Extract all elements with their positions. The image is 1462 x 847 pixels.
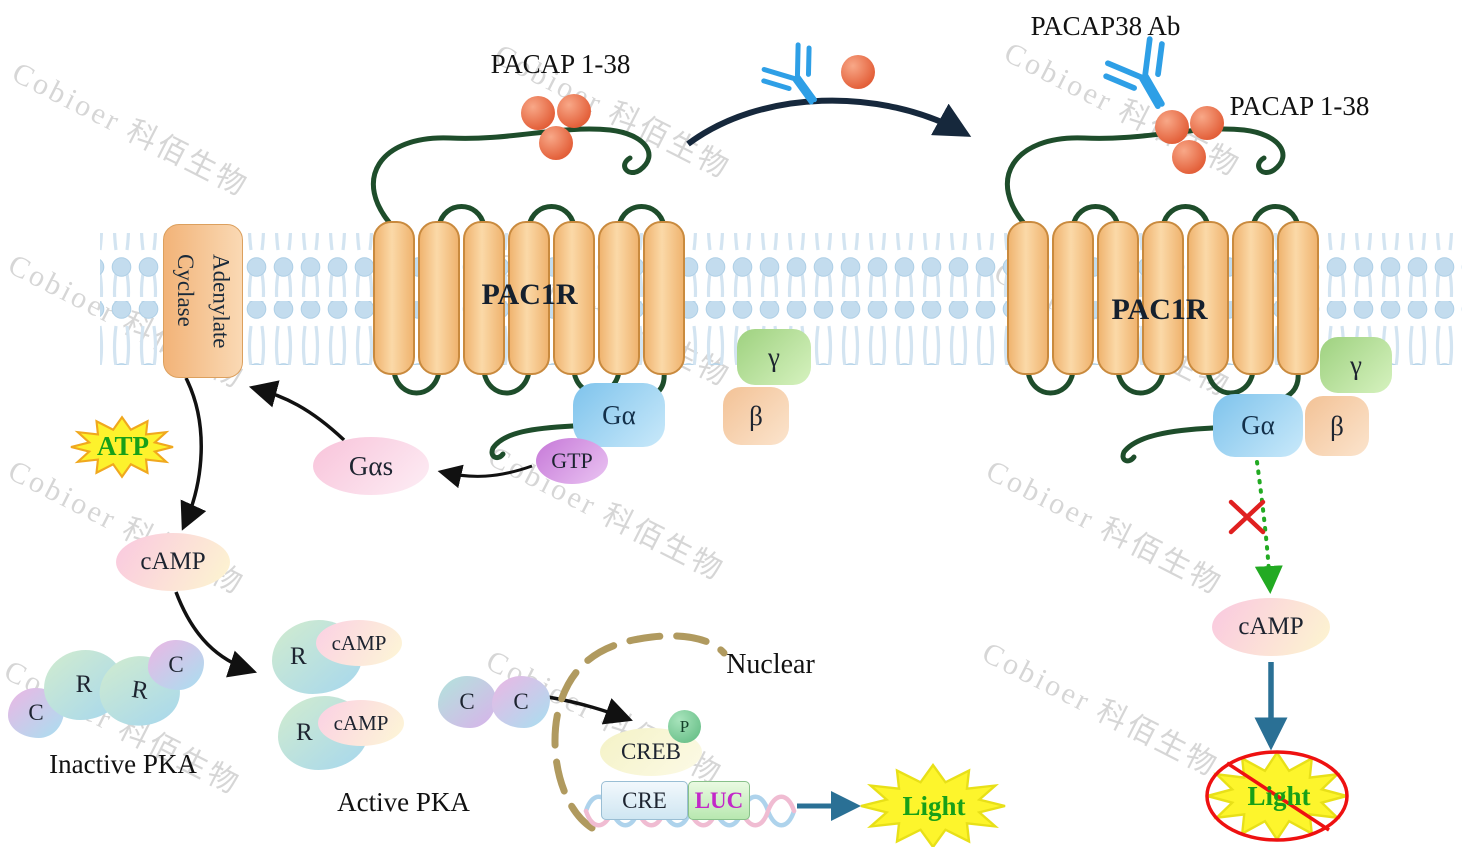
camp-right: cAMP xyxy=(1212,598,1330,656)
camp-bound: cAMP xyxy=(316,620,402,666)
inactive-pka-label: Inactive PKA xyxy=(49,749,197,779)
atp-label: ATP xyxy=(97,431,149,461)
pac1r-left-label: PAC1R xyxy=(481,278,578,311)
gtp-to-gas-arrow xyxy=(437,464,533,489)
pka-catalytic-subunit: C xyxy=(438,676,496,728)
antibody-icon xyxy=(1103,36,1165,110)
atp-starburst xyxy=(70,415,174,479)
pacap38-antibody-label: PACAP38 Ab xyxy=(1030,11,1181,41)
pka-catalytic-subunit: C xyxy=(148,640,204,690)
pac1r-left-helices xyxy=(373,221,685,375)
blocked-signal-dotted-arrow xyxy=(1254,460,1283,594)
pacap-ligand xyxy=(521,96,555,130)
beta-subunit-right: β xyxy=(1305,396,1369,456)
active-pka-label: Active PKA xyxy=(337,787,470,817)
c-to-nucleus-arrow xyxy=(547,695,633,725)
g-alpha-s: Gαs xyxy=(313,437,429,495)
nuclear-envelope xyxy=(551,632,728,832)
pacap-ligand xyxy=(1155,110,1189,144)
pacap-ligand xyxy=(1190,106,1224,140)
camp-left: cAMP xyxy=(116,533,230,591)
pac1r-right-helices xyxy=(1007,221,1319,375)
pacap-ligand xyxy=(1172,140,1206,174)
no-light-prohibition-icon xyxy=(1205,750,1349,842)
pacap-ligand xyxy=(557,94,591,128)
camp-bound: cAMP xyxy=(318,700,404,746)
phosphate-badge: P xyxy=(668,710,701,743)
luc-reporter: LUC xyxy=(688,781,750,820)
pka-catalytic-subunit: C xyxy=(492,676,550,728)
beta-subunit-left: β xyxy=(723,387,789,445)
ac-to-camp-arrow xyxy=(180,377,207,531)
pacap-left-label: PACAP 1-38 xyxy=(490,49,631,79)
g-alpha-left: Gα xyxy=(573,383,665,447)
gtp: GTP xyxy=(536,438,608,484)
nuclear-label: Nuclear xyxy=(726,649,815,680)
blocked-cross-icon xyxy=(1228,499,1266,535)
camp-to-pka-arrow xyxy=(174,591,257,678)
pac1r-right-label: PAC1R xyxy=(1111,293,1208,326)
light-starburst xyxy=(860,763,1006,847)
gamma-subunit-left: γ xyxy=(737,329,811,385)
light-label: Light xyxy=(902,791,966,821)
light-label-blocked: Light xyxy=(1247,781,1311,811)
g-alpha-right: Gα xyxy=(1213,394,1303,457)
antibody-icon xyxy=(761,42,817,105)
adenylate-cyclase-label-line1: Adenylate xyxy=(208,253,234,349)
pacap-ligand xyxy=(539,126,573,160)
adenylate-cyclase-label-line2: Cyclase xyxy=(173,253,198,327)
gamma-subunit-right: γ xyxy=(1320,337,1392,393)
gas-to-ac-arrow xyxy=(248,380,346,442)
pacap-right-label: PACAP 1-38 xyxy=(1229,91,1370,121)
adenylate-cyclase: Adenylate Cyclase xyxy=(163,224,243,378)
transfer-arrow xyxy=(686,97,972,147)
pacap-ligand xyxy=(841,55,875,89)
cre-element: CRE xyxy=(601,781,688,820)
